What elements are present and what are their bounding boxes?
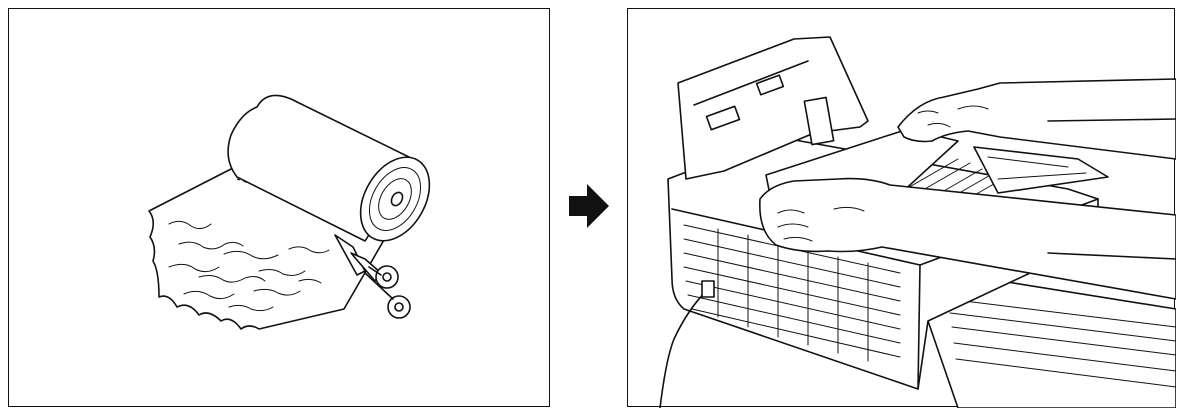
paper-roll-illustration (9, 9, 551, 408)
power-socket (702, 281, 714, 297)
panel-cut-paper-roll (8, 8, 550, 407)
control-panel (974, 147, 1108, 193)
panel-load-paper-into-fax (627, 8, 1175, 407)
right-arrow-icon (567, 182, 611, 230)
fax-machine-illustration (628, 9, 1176, 408)
